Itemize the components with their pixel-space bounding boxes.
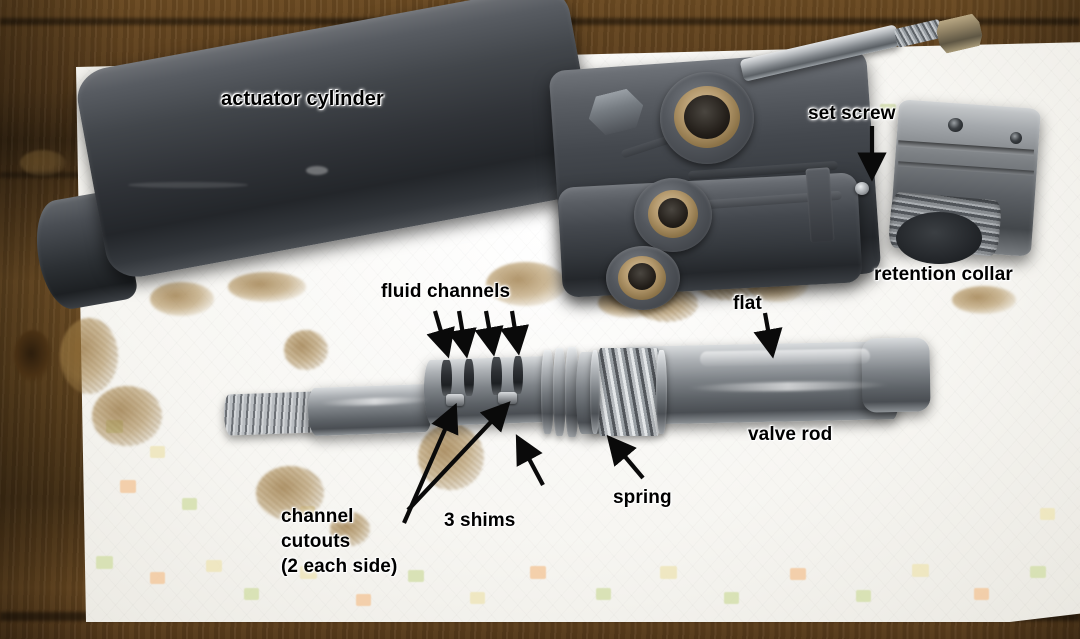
channel-cutout [498, 392, 517, 404]
towel-square [912, 564, 929, 577]
towel-square [880, 104, 896, 116]
grease-stain [284, 330, 328, 370]
towel-square [150, 572, 165, 584]
fluid-channel [441, 360, 452, 396]
towel-square [1030, 566, 1046, 578]
grease-stain [418, 424, 484, 490]
label-retention-collar: retention collar [874, 264, 1013, 285]
grease-stain [20, 150, 66, 176]
wood-knot [14, 330, 52, 382]
port-opening [658, 198, 688, 228]
collar-hole [1010, 132, 1022, 144]
towel-square [596, 588, 611, 600]
valve-body-id-tag [805, 167, 835, 243]
label-fluid-channels: fluid channels [381, 281, 511, 302]
spring-end-ring [656, 350, 667, 434]
towel-square [660, 566, 677, 579]
fluid-channel [513, 356, 523, 394]
towel-square [530, 566, 546, 579]
towel-square [724, 592, 739, 604]
grease-stain [92, 386, 162, 446]
cylinder-highlight [128, 182, 248, 188]
towel-square [244, 588, 259, 600]
shim [565, 347, 579, 437]
label-flat: flat [733, 293, 762, 314]
grease-stain [60, 318, 118, 394]
valve-rod-threaded-end [223, 391, 319, 436]
set-screw-head [855, 182, 869, 195]
towel-square [300, 566, 317, 579]
grease-stain [150, 282, 214, 316]
cylinder-highlight [306, 166, 328, 175]
fluid-channel [464, 359, 474, 396]
grease-stain [256, 466, 324, 520]
shim [553, 348, 566, 436]
towel-square [790, 568, 806, 580]
label-actuator-cylinder: actuator cylinder [221, 88, 384, 110]
valve-rod-shank [307, 383, 433, 437]
label-set-screw: set screw [808, 103, 896, 124]
spring-end-ring [590, 350, 600, 434]
grease-stain [952, 286, 1016, 314]
towel-square [408, 570, 424, 582]
towel-square [182, 498, 197, 510]
port-opening [684, 95, 730, 139]
grease-stain [228, 272, 306, 302]
label-3-shims: 3 shims [444, 510, 516, 531]
collar-bore [896, 212, 982, 264]
towel-square [356, 594, 371, 606]
towel-square [1040, 508, 1055, 520]
towel-square [150, 446, 165, 458]
port-opening [628, 263, 656, 290]
towel-square [470, 592, 485, 604]
shim [541, 350, 554, 434]
towel-square [856, 590, 871, 602]
grease-stain [330, 512, 370, 546]
grease-stain [486, 262, 566, 306]
towel-square [974, 588, 989, 600]
fluid-channel [491, 357, 502, 395]
valve-rod-tip [861, 337, 931, 413]
label-spring: spring [613, 487, 672, 508]
towel-square [96, 556, 113, 569]
collar-hole [948, 118, 963, 132]
spring [596, 348, 662, 436]
channel-cutout [446, 394, 464, 406]
towel-square [206, 560, 222, 572]
towel-square [120, 480, 136, 493]
rod-flat [699, 348, 871, 367]
label-valve-rod: valve rod [748, 424, 833, 445]
label-channel-cutouts: channel cutouts (2 each side) [281, 506, 398, 578]
